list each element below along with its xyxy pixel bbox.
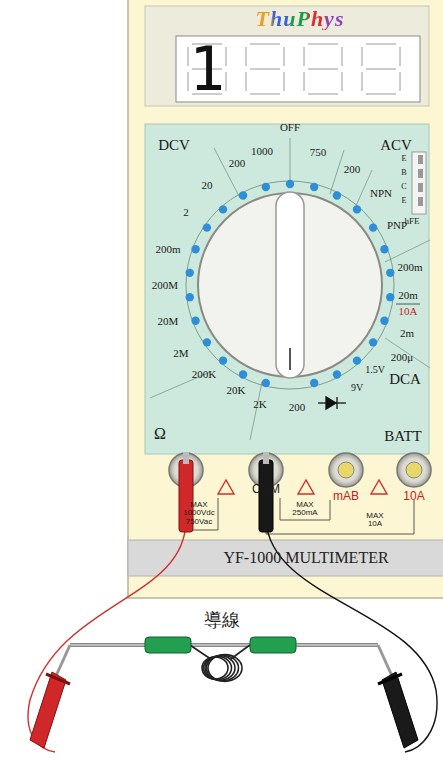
range-dot	[203, 338, 211, 346]
meter-body	[128, 0, 443, 598]
max-brackets	[180, 498, 414, 534]
range-label: 200	[289, 402, 306, 414]
range-dot	[310, 379, 318, 387]
range-label: 2m	[400, 328, 414, 340]
range-label: 200μ	[391, 352, 413, 364]
model-name: YF-1000 MULTIMETER	[223, 549, 388, 567]
range-dot	[186, 269, 194, 277]
range-label: 10A	[399, 306, 418, 318]
range-dot	[386, 269, 394, 277]
pin-label: B	[401, 169, 406, 177]
range-dividers	[150, 138, 430, 440]
hfe-socket	[412, 152, 426, 214]
range-label: 200m	[155, 244, 180, 256]
max-rating: MAX 10A	[360, 512, 390, 529]
black-probe	[378, 645, 418, 748]
function-label: DCV	[158, 138, 190, 154]
range-label: 750	[310, 147, 327, 159]
range-dot	[369, 223, 377, 231]
function-label: hFE	[404, 217, 419, 226]
range-dot	[380, 245, 388, 253]
range-dot	[219, 356, 227, 364]
range-dot	[386, 293, 394, 301]
range-dot	[380, 317, 388, 325]
lcd-window	[176, 36, 420, 102]
dial-pointer	[276, 192, 304, 378]
range-dots	[186, 180, 395, 387]
warning-triangles	[218, 480, 387, 494]
max-rating: MAX 1000Vdc 750Vac	[176, 501, 222, 526]
range-label: 2K	[253, 399, 266, 411]
range-dot	[369, 338, 377, 346]
red-probe	[30, 645, 70, 748]
terminal-label: 10A	[403, 490, 424, 503]
range-label: 200	[344, 164, 361, 176]
rotary-dial	[198, 193, 382, 377]
range-label: 20m	[398, 290, 418, 302]
wire-label: 導線	[204, 611, 240, 630]
pin-label: E	[402, 197, 407, 205]
range-label: 200M	[152, 280, 178, 292]
range-label: 20K	[227, 385, 246, 397]
range-label: NPN	[370, 188, 392, 200]
range-dot	[203, 223, 211, 231]
range-label: 2	[183, 207, 189, 219]
lcd-reading: 1	[189, 38, 225, 101]
range-dot	[239, 370, 247, 378]
terminal-label: mAB	[333, 490, 359, 503]
range-dot	[186, 293, 194, 301]
range-dot	[286, 180, 294, 188]
pin-label: E	[402, 155, 407, 163]
range-label: 200m	[397, 262, 422, 274]
terminal-label: COM	[252, 483, 280, 496]
dial-panel	[145, 124, 429, 454]
range-dot	[191, 245, 199, 253]
range-label: 20M	[158, 316, 179, 328]
range-dot	[239, 191, 247, 199]
range-dot	[333, 370, 341, 378]
diode-symbol	[318, 397, 346, 409]
range-label: 20	[202, 180, 213, 192]
input-terminals	[169, 453, 431, 487]
max-rating: MAX 250mA	[285, 501, 325, 518]
red-lead-wire	[28, 520, 186, 752]
range-dot	[219, 205, 227, 213]
range-dot	[191, 317, 199, 325]
range-label: 2M	[173, 348, 188, 360]
range-label: PNP	[387, 220, 407, 232]
range-label: 200K	[192, 369, 216, 381]
range-dot	[353, 356, 361, 364]
pin-label: C	[401, 183, 406, 191]
range-dot	[333, 191, 341, 199]
function-label: DCA	[389, 372, 421, 388]
switch-position: OFF	[280, 122, 300, 134]
range-dot	[353, 205, 361, 213]
model-band: YF-1000 MULTIMETER	[129, 542, 443, 574]
range-label: 1000	[251, 146, 273, 158]
function-label: BATT	[384, 429, 422, 445]
display-panel	[145, 6, 429, 106]
range-dot	[262, 183, 270, 191]
range-label: 9V	[351, 383, 363, 394]
test-wire	[70, 637, 378, 681]
range-label: 1.5V	[365, 365, 385, 376]
function-label: Ω	[154, 426, 166, 443]
hfe-holes	[418, 155, 423, 206]
black-plug	[259, 460, 273, 532]
range-label: 200	[229, 158, 246, 170]
function-label: ACV	[380, 138, 412, 154]
range-dot	[310, 183, 318, 191]
range-dot	[262, 379, 270, 387]
brand-logo: ThuPhys	[256, 7, 345, 30]
